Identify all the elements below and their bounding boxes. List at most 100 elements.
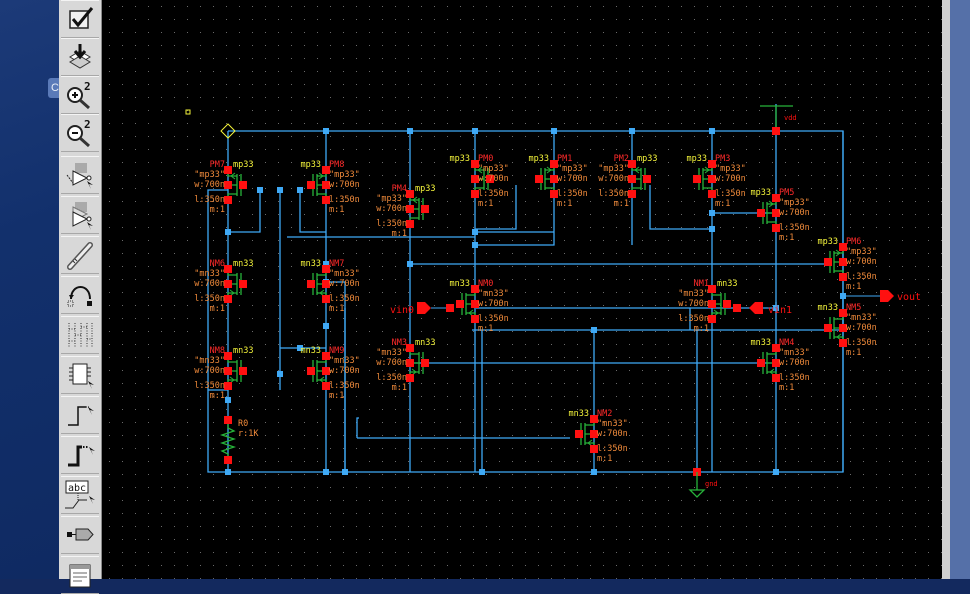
instance-name: NM7 <box>329 259 344 269</box>
wire <box>207 130 844 473</box>
pin-terminal <box>471 315 479 323</box>
pin-terminal <box>839 309 847 317</box>
resistor-r0[interactable]: R0r:1K <box>219 416 259 464</box>
check-and-save-button[interactable] <box>61 0 99 38</box>
pin-terminal <box>708 160 716 168</box>
wire-narrow-button[interactable] <box>61 396 99 434</box>
stretch-button[interactable] <box>61 316 99 354</box>
length-param: l:350n <box>329 381 360 391</box>
step-wire-icon <box>68 406 94 426</box>
origin-marker <box>220 123 236 139</box>
pin-button[interactable] <box>61 516 99 554</box>
pmos-arrow <box>318 172 324 180</box>
instance-name: NM1 <box>694 279 709 289</box>
zoom-out-button[interactable]: 2 <box>61 114 99 152</box>
multiplier-param: m:1 <box>329 205 344 215</box>
width-param: w:700n <box>846 323 877 333</box>
model-param: "mp33" <box>779 198 810 208</box>
wire-button[interactable] <box>61 236 99 274</box>
pin-terminal <box>628 175 636 183</box>
gnd-symbol[interactable]: gnd <box>688 468 718 498</box>
pin-terminal <box>406 374 414 382</box>
wire-name-button[interactable] <box>61 276 99 314</box>
pin-vin0[interactable]: vin0 <box>390 302 454 316</box>
multiplier-param: m:1 <box>478 324 493 334</box>
pin-label: vin1 <box>768 305 792 316</box>
save-button[interactable] <box>61 38 99 76</box>
pin-terminal <box>322 196 330 204</box>
desktop-window-tab[interactable]: C <box>48 78 62 98</box>
pin-terminal <box>322 280 330 288</box>
copy-button[interactable] <box>61 196 99 234</box>
pmos-arrow <box>477 166 483 174</box>
zoom-out-badge: 2 <box>84 118 91 131</box>
wire <box>475 185 517 230</box>
pin-vout[interactable]: vout <box>843 290 921 303</box>
step-wire-thick-icon <box>68 445 95 467</box>
model-param: "mn33" <box>678 289 709 299</box>
vdd-symbol[interactable]: vdd <box>760 105 797 135</box>
model-param: "mn33" <box>779 348 810 358</box>
zoom-in-button[interactable]: 2 <box>61 76 99 114</box>
width-param: w:700n <box>678 299 709 309</box>
cell-name: mp33 <box>818 237 838 247</box>
model-param: "mn33" <box>194 356 225 366</box>
pin-terminal <box>406 220 414 228</box>
multiplier-param: m:1 <box>392 383 407 393</box>
resistor-name: R0 <box>238 419 248 429</box>
pin-terminal <box>239 280 247 288</box>
pin-terminal <box>628 160 636 168</box>
width-param: w:700n <box>194 279 225 289</box>
wire-wide-button[interactable] <box>61 436 99 474</box>
cell-name: mn33 <box>569 409 589 419</box>
pin-terminal <box>406 205 414 213</box>
cell-name: mn33 <box>415 338 435 348</box>
length-param: l:350n <box>557 189 588 199</box>
model-param: "mn33" <box>597 419 628 429</box>
length-param: l:350n <box>329 195 360 205</box>
pin-terminal <box>772 209 780 217</box>
pin-vin1[interactable]: vin1 <box>733 302 792 316</box>
create-cellview-button[interactable] <box>61 356 99 394</box>
pin-terminal <box>322 382 330 390</box>
pin-terminal <box>471 285 479 293</box>
multiplier-param: m:1 <box>557 199 572 209</box>
wire-junction <box>773 305 779 311</box>
copy-instance-icon <box>72 202 93 230</box>
pin-terminal <box>824 324 832 332</box>
create-instance-button[interactable] <box>61 156 99 194</box>
zoom-out-icon: 2 <box>67 118 91 148</box>
length-param: l:350n <box>194 195 225 205</box>
input-pin-icon <box>749 302 763 314</box>
width-param: w:700n <box>557 174 588 184</box>
label-button[interactable]: abc <box>61 476 99 514</box>
multiplier-param: m:1 <box>329 304 344 314</box>
pin-terminal <box>643 175 651 183</box>
pin-terminal <box>224 181 232 189</box>
properties-button[interactable] <box>61 556 99 594</box>
pin-terminal <box>535 175 543 183</box>
pin-terminal <box>456 300 464 308</box>
pin-terminal <box>224 280 232 288</box>
